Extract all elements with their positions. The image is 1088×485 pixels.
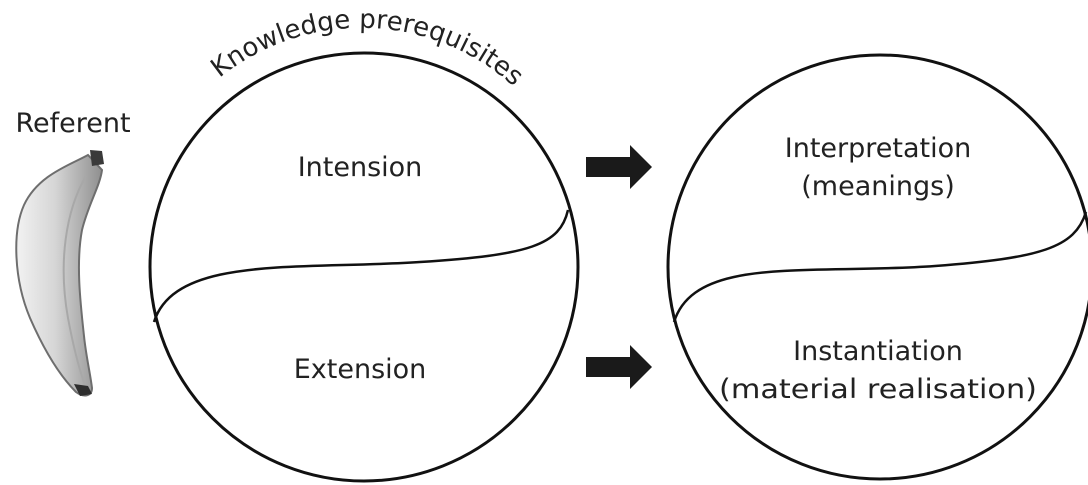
right-arrow-icon-upper xyxy=(586,145,652,189)
banana-icon xyxy=(15,150,104,397)
right-arrow-icon-lower xyxy=(586,345,652,389)
right-circle xyxy=(666,53,1088,481)
interpretation-label: Interpretation xyxy=(785,133,971,164)
left-circle xyxy=(148,51,580,483)
extension-label: Extension xyxy=(294,354,427,385)
intension-label: Intension xyxy=(298,152,423,183)
material-realisation-label: (material realisation) xyxy=(719,374,1037,405)
meanings-label: (meanings) xyxy=(801,171,954,202)
instantiation-label: Instantiation xyxy=(793,336,963,367)
referent-label: Referent xyxy=(15,108,130,139)
